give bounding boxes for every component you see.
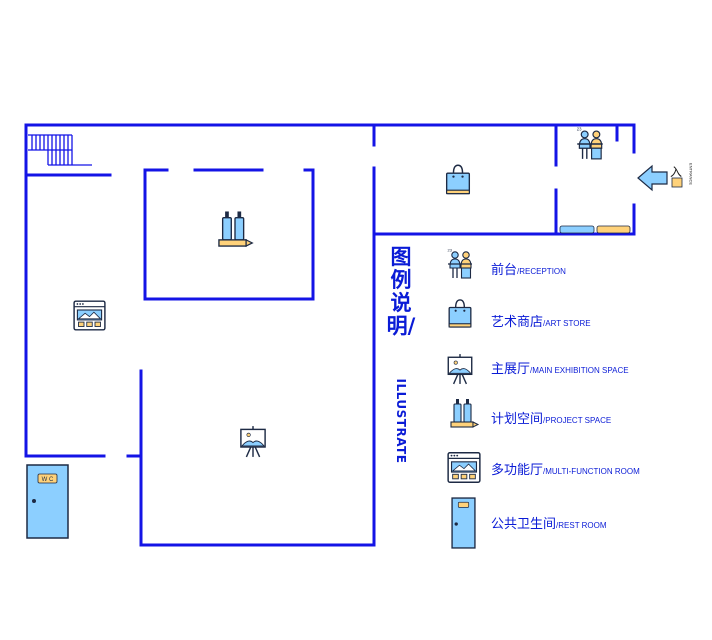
legend-item-project-space: 计划空间/PROJECT SPACE: [491, 408, 611, 427]
legend-title: 图例说明/: [386, 245, 416, 338]
wc-label: W C: [42, 477, 54, 483]
legend-item-zh: 主展厅: [491, 362, 531, 377]
legend-item-zh: 艺术商店: [491, 315, 544, 330]
legend-easel-icon: [447, 353, 473, 385]
legend-item-main-exhibition: 主展厅/MAIN EXHIBITION SPACE: [491, 358, 629, 377]
legend-item-en: /ART STORE: [543, 319, 591, 328]
legend-item-en: /RECEPTION: [517, 267, 566, 276]
legend-item-en: /MULTI-FUNCTION ROOM: [543, 467, 640, 476]
reception-icon: [575, 127, 604, 160]
easel-icon: [240, 425, 266, 458]
legend-item-multi-function: 多功能厅/MULTI-FUNCTION ROOM: [491, 459, 640, 478]
legend-paint-tubes-icon: [450, 398, 479, 428]
legend-item-zh: 前台: [491, 263, 518, 278]
legend-item-zh: 计划空间: [491, 412, 544, 427]
legend-item-art-store: 艺术商店/ART STORE: [491, 311, 591, 330]
legend-subtitle-wrap: ILLUSTRATE: [379, 379, 423, 464]
legend-shopping-bag-icon: [448, 299, 472, 328]
wc-door: W C: [26, 464, 69, 539]
legend-item-rest-room: 公共卫生间/REST ROOM: [491, 513, 607, 532]
reception-counter-right: [596, 225, 631, 234]
entrance-marker: [671, 177, 683, 188]
walls: [24, 123, 636, 547]
legend-item-en: /REST ROOM: [556, 521, 607, 530]
legend-item-en: /PROJECT SPACE: [543, 416, 612, 425]
legend-item-zh: 公共卫生间: [491, 517, 557, 532]
legend-browser-window-icon: [447, 452, 481, 483]
paint-tubes-icon: [218, 210, 254, 247]
staircase: [28, 134, 92, 166]
browser-window-icon: [73, 300, 106, 331]
legend-door-icon: [451, 497, 476, 549]
arrow-left-icon: [637, 164, 668, 192]
shopping-bag-icon: [445, 164, 471, 195]
entrance-label-en-wrap: ENTRANCE: [686, 163, 696, 185]
legend-subtitle: ILLUSTRATE: [394, 378, 408, 464]
entrance-label-zh: 入: [670, 165, 683, 179]
legend-item-zh: 多功能厅: [491, 463, 544, 478]
reception-counter-left: [559, 225, 595, 234]
legend-reception-icon: [446, 248, 473, 279]
legend-item-en: /MAIN EXHIBITION SPACE: [530, 366, 629, 375]
legend-item-reception: 前台/RECEPTION: [491, 259, 566, 278]
entrance-label-en: ENTRANCE: [688, 162, 694, 186]
